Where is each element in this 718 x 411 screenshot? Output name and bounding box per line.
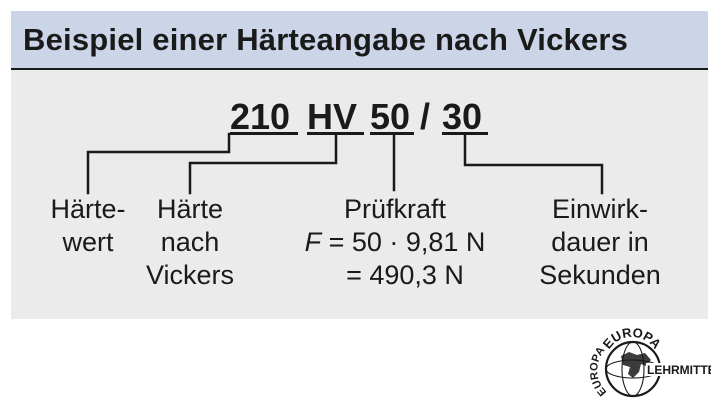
- label-line: wert: [62, 227, 114, 257]
- hardness-value: 210: [230, 96, 291, 137]
- formula-result: = 490,3 N: [346, 260, 464, 290]
- test-force-code: 50: [370, 96, 411, 137]
- label-line: dauer in: [551, 227, 649, 257]
- label-line: Vickers: [145, 260, 235, 290]
- formula-symbol: F: [304, 227, 322, 257]
- connector-einwirkdauer: [463, 132, 604, 195]
- page-title: Beispiel einer Härteangabe nach Vickers: [23, 22, 629, 57]
- method-code: HV: [307, 96, 358, 137]
- label-haertewert: Härte- wert: [28, 193, 148, 259]
- label-einwirkdauer: Einwirk- dauer in Sekunden: [520, 193, 680, 292]
- label-line: Sekunden: [539, 260, 661, 290]
- label-pruefkraft: Prüfkraft F = 50 · 9,81 N = 490,3 N: [280, 193, 510, 292]
- europa-lehrmittel-logo: EUROPA EUROPA LEHRMITTEL: [588, 325, 711, 398]
- connector-vickers: [188, 132, 338, 195]
- label-line: Prüfkraft: [343, 194, 447, 224]
- logo-text-right: LEHRMITTEL: [647, 363, 711, 377]
- title-bar: Beispiel einer Härteangabe nach Vickers: [11, 11, 708, 70]
- label-haerte-nach-vickers: Härte nach Vickers: [120, 193, 260, 292]
- label-line: nach: [160, 227, 220, 257]
- formula-expression: = 50 · 9,81 N: [321, 227, 486, 257]
- separator-slash: /: [420, 96, 431, 137]
- test-force-underline: [370, 132, 414, 135]
- label-line: Härte-: [50, 194, 126, 224]
- hardness-value-underline: [230, 132, 298, 135]
- label-line: Härte: [156, 194, 224, 224]
- diagram-panel: [11, 70, 708, 319]
- label-line: Einwirk-: [551, 194, 648, 224]
- connector-haertewert: [86, 132, 231, 195]
- formula-line: F = 50 · 9,81 N: [280, 226, 510, 259]
- dwell-time-code: 30: [442, 96, 483, 137]
